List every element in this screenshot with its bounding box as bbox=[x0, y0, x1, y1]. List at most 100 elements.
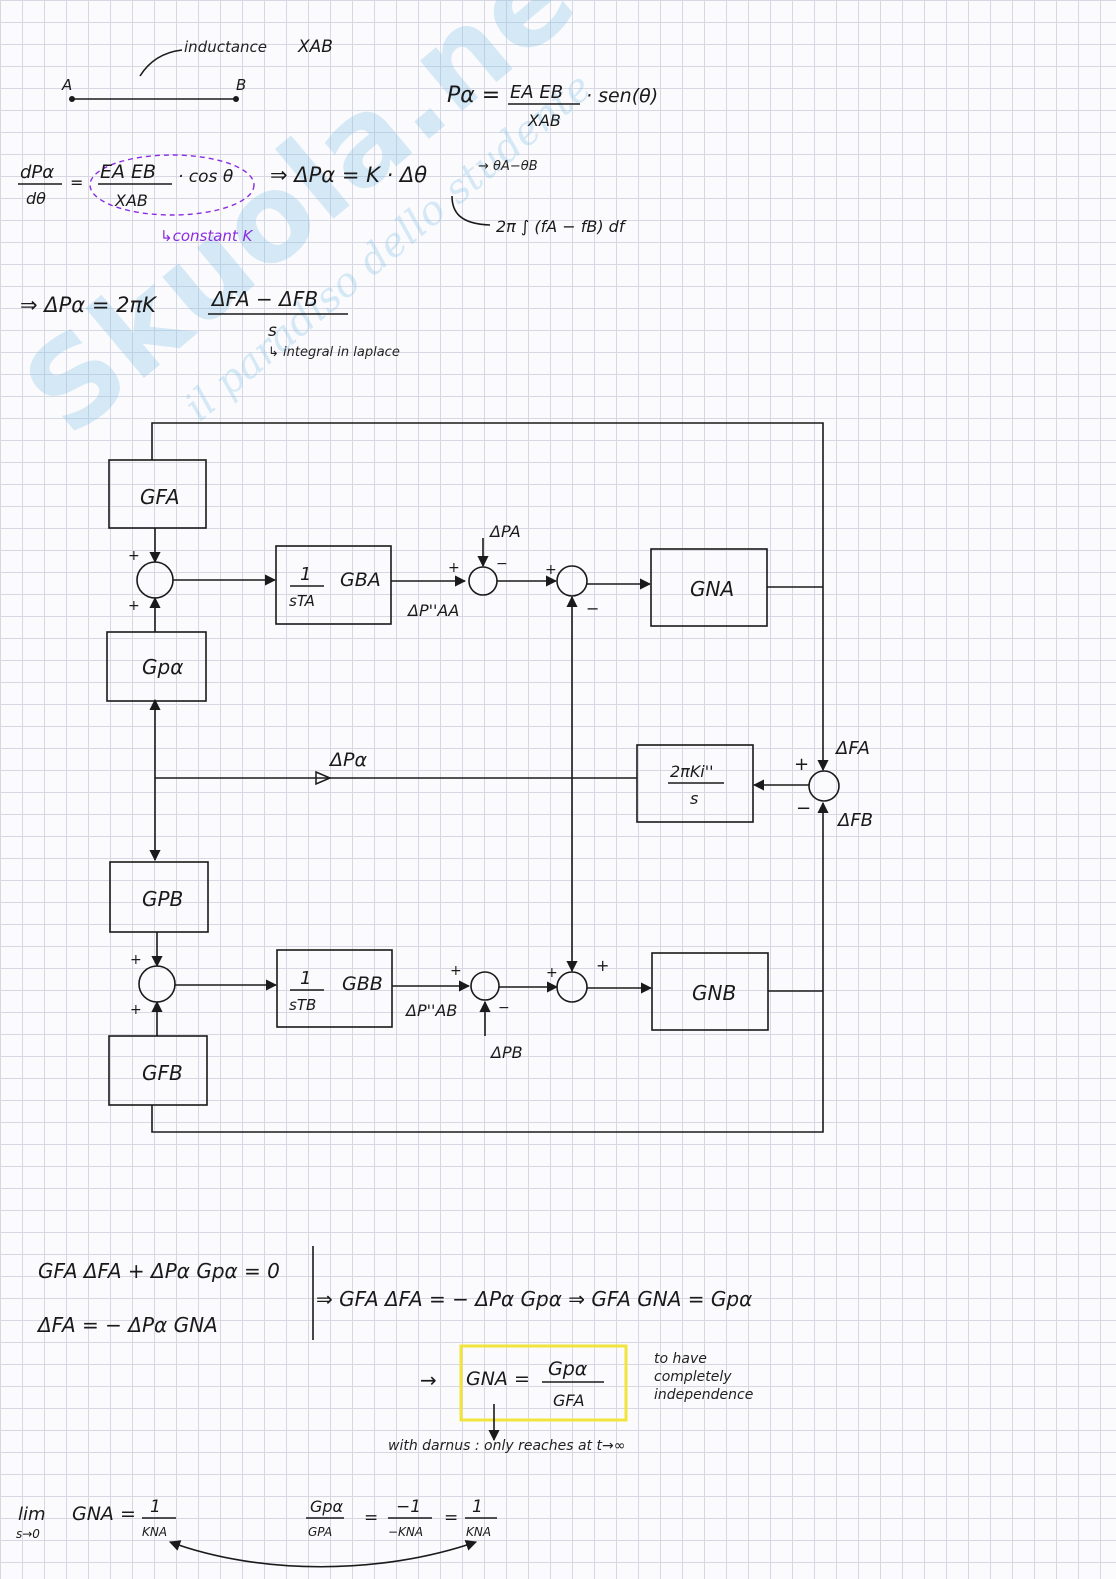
equivalence-arc bbox=[168, 1539, 478, 1568]
ki-den: s bbox=[690, 789, 698, 808]
integral-pointer bbox=[451, 195, 491, 226]
dfb-label: ΔFB bbox=[836, 810, 873, 831]
ratio-den: GPA bbox=[308, 1525, 332, 1539]
laplace-numerator: ΔFA − ΔFB bbox=[210, 287, 318, 311]
deriv-lhs-den: dθ bbox=[26, 189, 46, 208]
block-ki bbox=[636, 744, 754, 823]
sum-junction-a bbox=[136, 561, 174, 599]
gna-den: GFA bbox=[553, 1391, 585, 1410]
block-gfb bbox=[108, 1035, 208, 1106]
sum-b-plus-top: + bbox=[130, 952, 142, 968]
sum-a-plus-top: + bbox=[128, 548, 140, 564]
ratio-den3: KNA bbox=[466, 1525, 491, 1539]
gbb-g: GBB bbox=[342, 973, 383, 995]
sum-f-plus-left: + bbox=[546, 965, 558, 981]
sum-f-plus-top: + bbox=[596, 956, 609, 975]
gbb-num: 1 bbox=[300, 968, 311, 989]
ratio-num: Gpα bbox=[310, 1497, 344, 1516]
block-gba bbox=[275, 545, 392, 625]
node-a-dot bbox=[69, 96, 75, 102]
power-rhs: · sen(θ) bbox=[586, 85, 658, 107]
top-feedback-wire bbox=[151, 422, 829, 772]
sum-d-minus: − bbox=[586, 599, 599, 618]
deriv-cos: · cos θ bbox=[178, 167, 234, 187]
gna-label: GNA bbox=[690, 577, 734, 601]
laplace-lhs: ⇒ ΔPα = 2πK bbox=[20, 293, 158, 317]
dpaa-label: ΔP''AA bbox=[406, 601, 459, 620]
gba-den: sTA bbox=[289, 592, 315, 610]
constant-note: ↳constant K bbox=[160, 227, 254, 245]
sum-d-plus: + bbox=[545, 562, 557, 578]
sum-b-plus-bottom: + bbox=[130, 1002, 142, 1018]
derivative-equation: dPα dθ = EA EB XAB · cos θ ⇒ ΔPα = K · Δ… bbox=[18, 154, 627, 245]
block-gbb bbox=[276, 949, 393, 1028]
sum-c-minus: − bbox=[496, 556, 508, 572]
dpalpha-label: ΔPα bbox=[328, 749, 367, 771]
power-equation: Pα = EA EB XAB · sen(θ) bbox=[447, 82, 658, 130]
inductance-pointer bbox=[139, 49, 183, 77]
line-diagram: A B inductance XAB bbox=[61, 37, 333, 102]
lim-expr: GNA = bbox=[72, 1503, 136, 1525]
power-denominator: XAB bbox=[527, 111, 561, 130]
sum-g-minus: − bbox=[498, 1000, 510, 1016]
dpb-input-label: ΔPB bbox=[489, 1043, 523, 1062]
sum-e-minus: − bbox=[796, 798, 811, 819]
ratio-eq: = bbox=[364, 1508, 378, 1528]
deriv-numerator: EA EB bbox=[100, 161, 156, 183]
ratio-num2: −1 bbox=[396, 1497, 421, 1517]
result-highlight-box bbox=[459, 1344, 628, 1422]
power-lhs: Pα = bbox=[447, 83, 500, 108]
laplace-note: ↳ integral in laplace bbox=[268, 345, 400, 360]
constant-highlight bbox=[89, 154, 255, 216]
indep-note-3: independence bbox=[654, 1387, 753, 1403]
sum-junction-d bbox=[556, 565, 588, 597]
laplace-equation: ⇒ ΔPα = 2πK ΔFA − ΔFB s ↳ integral in la… bbox=[20, 287, 400, 360]
gba-g: GBA bbox=[340, 569, 381, 591]
ratio-eq2: = bbox=[444, 1508, 458, 1528]
sum-g-plus: + bbox=[450, 963, 462, 979]
lim-sub: s→0 bbox=[16, 1527, 40, 1541]
lim-word: lim bbox=[18, 1504, 46, 1525]
node-b-label: B bbox=[236, 76, 246, 94]
ratio-den2: −KNA bbox=[388, 1525, 423, 1539]
inductance-note: inductance bbox=[184, 38, 267, 56]
eq3: ⇒ GFA ΔFA = − ΔPα Gpα ⇒ GFA GNA = Gpα bbox=[316, 1287, 752, 1311]
block-gpb bbox=[109, 861, 209, 933]
indep-note-2: completely bbox=[654, 1369, 732, 1385]
sum-a-plus-bottom: + bbox=[128, 598, 140, 614]
sum-junction-b bbox=[138, 965, 176, 1003]
gna-num: Gpα bbox=[548, 1358, 588, 1380]
gfa-label: GFA bbox=[140, 485, 180, 509]
deriv-result: ⇒ ΔPα = K · Δθ bbox=[270, 163, 427, 187]
power-numerator: EA EB bbox=[510, 82, 563, 103]
watermark: Skuola.net il paradiso dello studente bbox=[0, 0, 645, 462]
sum-c-plus: + bbox=[448, 560, 460, 576]
gba-num: 1 bbox=[300, 564, 311, 585]
dpalpha-arrowhead bbox=[315, 770, 332, 786]
gpb-label: GPB bbox=[142, 887, 183, 911]
dpab-label: ΔP''AB bbox=[404, 1001, 457, 1020]
sum-junction-e bbox=[808, 770, 840, 802]
ki-num: 2πKi'' bbox=[670, 762, 714, 781]
node-a-label: A bbox=[61, 76, 72, 94]
sum-junction-c bbox=[468, 566, 498, 596]
sum-junction-f bbox=[556, 971, 588, 1003]
node-b-dot bbox=[233, 96, 239, 102]
eq2: ΔFA = − ΔPα GNA bbox=[36, 1313, 218, 1337]
deriv-lhs-num: dPα bbox=[20, 162, 54, 183]
gna-lhs: GNA = bbox=[466, 1368, 530, 1390]
sum-junction-g bbox=[470, 971, 500, 1001]
integral-note: 2π ∫ (fA − fB) df bbox=[496, 217, 627, 236]
block-diagram: GFA + + Gpα GPB + + GFB 1 sTA GBA ΔP''AA… bbox=[106, 422, 873, 1133]
gnb-label: GNB bbox=[692, 981, 736, 1005]
reactance-label: XAB bbox=[297, 37, 333, 57]
deriv-eq: = bbox=[70, 173, 83, 192]
lim-num: 1 bbox=[150, 1497, 161, 1517]
gna-arrow: → bbox=[420, 1368, 437, 1392]
bottom-derivation: GFA ΔFA + ΔPα Gpα = 0 ΔFA = − ΔPα GNA ⇒ … bbox=[16, 1246, 753, 1568]
laplace-denominator: s bbox=[268, 321, 277, 341]
ratio-num3: 1 bbox=[472, 1497, 483, 1517]
gfb-label: GFB bbox=[142, 1061, 183, 1085]
indep-note-1: to have bbox=[654, 1351, 707, 1367]
